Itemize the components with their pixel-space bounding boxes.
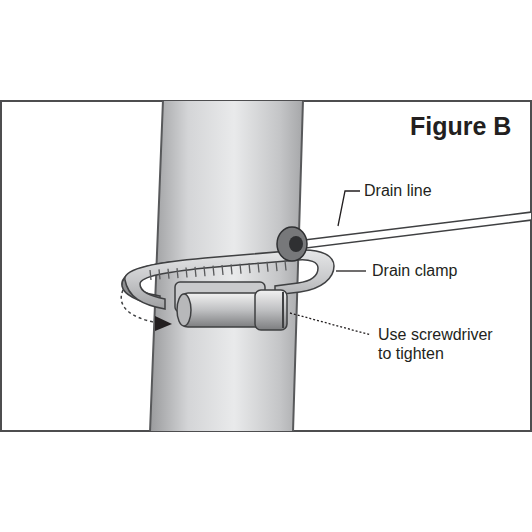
note-label: Use screwdriver to tighten (378, 325, 508, 363)
drain-line (296, 212, 531, 249)
screw-head (255, 290, 287, 330)
leader-line (336, 270, 366, 271)
rotation-arrow (121, 290, 158, 323)
part-label: Drain line (364, 181, 432, 200)
part-label: Drain clamp (372, 261, 457, 280)
leader-line (290, 313, 371, 335)
figure-title: Figure B (410, 112, 511, 141)
drain-nut (277, 227, 307, 261)
leader-line (338, 191, 360, 226)
frame (1, 101, 531, 431)
